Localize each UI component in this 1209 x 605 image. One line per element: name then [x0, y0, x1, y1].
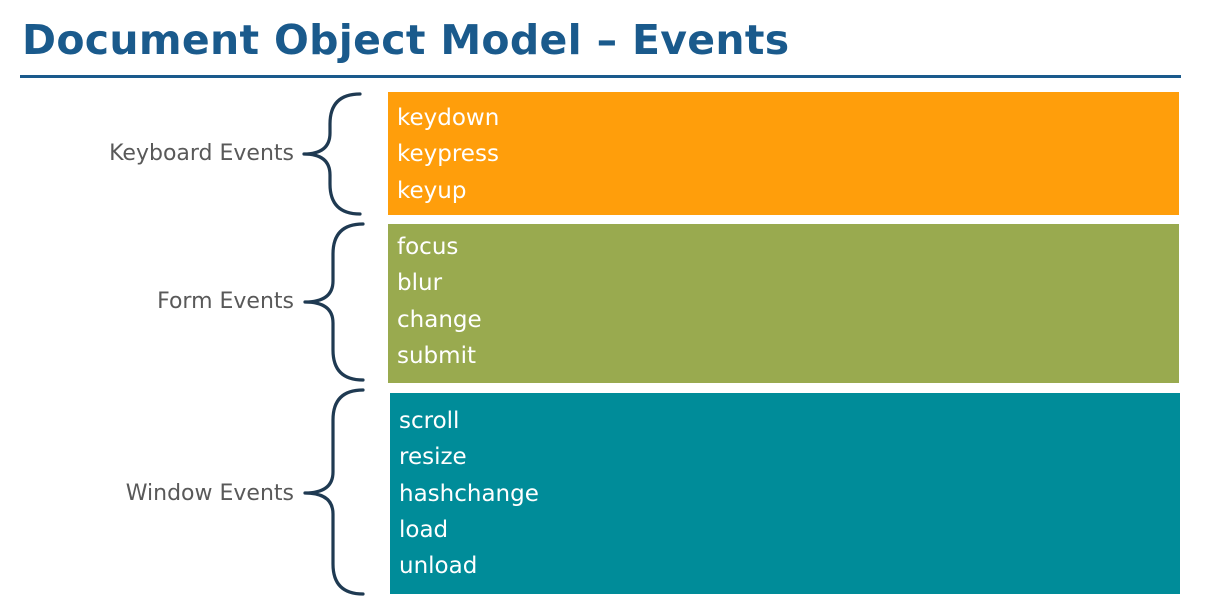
group-label-form: Form Events [157, 289, 294, 314]
event-item-change: change [397, 306, 482, 333]
group-box-keyboard: keydown keypress keyup [388, 92, 1179, 215]
brace-window [303, 388, 365, 596]
group-label-keyboard: Keyboard Events [109, 141, 294, 166]
event-item-keyup: keyup [397, 177, 467, 204]
event-item-keypress: keypress [397, 141, 499, 168]
title-underline [20, 75, 1181, 78]
event-item-submit: submit [397, 342, 476, 369]
event-item-focus: focus [397, 234, 459, 260]
group-box-window: scroll resize hashchange load unload [390, 393, 1180, 594]
event-item-scroll: scroll [399, 408, 460, 434]
brace-keyboard [302, 92, 362, 216]
slide-title: Document Object Model – Events [22, 16, 790, 64]
event-item-resize: resize [399, 444, 467, 471]
event-item-unload: unload [399, 553, 478, 580]
event-item-keydown: keydown [397, 105, 500, 131]
event-item-hashchange: hashchange [399, 480, 539, 507]
event-item-load: load [399, 516, 449, 543]
group-box-form: focus blur change submit [388, 224, 1179, 383]
group-label-window: Window Events [125, 481, 294, 506]
brace-form [303, 222, 365, 382]
event-item-blur: blur [397, 270, 443, 297]
